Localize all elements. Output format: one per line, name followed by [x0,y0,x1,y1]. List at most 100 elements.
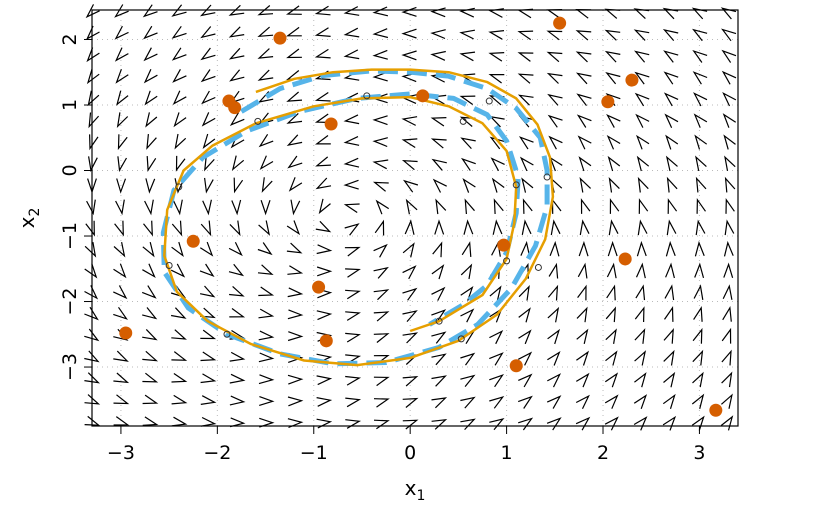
vector-field-arrow [547,328,561,345]
vector-field-arrow [489,374,505,388]
vector-field-arrow [721,70,737,85]
trajectory-marker [363,92,371,100]
vector-field-arrow [314,27,331,37]
vector-field-arrow [286,134,303,147]
vector-field-arrow [228,241,243,257]
vector-field-arrow [343,6,360,16]
observation-point [709,403,723,417]
vector-field-arrow [171,220,183,237]
vector-field-arrow [692,28,708,42]
vector-field-arrow [725,197,735,214]
trajectory-marker [435,317,443,325]
vector-field-arrow [117,156,128,173]
vector-field-arrow [228,263,245,277]
vector-field-arrow [315,156,331,167]
trajectory-marker [223,330,231,338]
vector-field-arrow [372,49,388,60]
vector-field-arrow [257,264,274,275]
vector-field-arrow [344,223,360,236]
vector-field-arrow [721,393,733,409]
vector-field-arrow [637,219,648,236]
vector-field-arrow [695,176,707,193]
vector-field-arrow [171,329,187,340]
vector-field-arrow [488,74,505,84]
vector-field-arrow [577,135,592,150]
observation-point [618,252,632,266]
vector-field-arrow [722,92,737,107]
vector-field-arrow [721,327,732,344]
vector-field-arrow [373,289,390,301]
vector-field-arrow [373,398,390,408]
trajectory-marker [459,117,467,125]
vector-field-arrow [606,262,617,279]
vector-field-arrow [692,49,708,63]
vector-field-arrow [488,8,504,18]
vector-field-arrow [257,69,274,81]
vector-field-arrow [520,240,531,257]
vector-field-arrow [722,305,732,322]
vector-field-arrow [261,177,273,193]
vector-field-arrow [372,28,389,39]
vector-field-arrow [575,8,592,19]
y-tick-label: 2 [59,33,81,45]
vector-field-arrow [635,113,650,128]
vector-field-arrow [84,285,99,300]
vector-field-arrow [694,240,705,257]
vector-field-arrow [142,263,156,279]
vector-field-arrow [634,92,650,107]
vector-field-arrow [402,265,417,280]
vector-field-arrow [172,69,187,83]
vector-field-arrow [113,394,130,405]
vector-field-arrow [288,177,303,192]
vector-field-arrow [664,306,674,322]
vector-field-arrow [229,220,241,237]
vector-field-arrow [576,306,588,323]
vector-field-arrow [693,113,708,128]
vector-field-arrow [636,155,650,172]
vector-field-arrow [605,350,618,366]
vector-field-arrow [229,395,246,406]
vector-field-arrow [431,286,446,301]
vector-field-arrow [85,220,95,237]
vector-field-arrow [373,311,390,322]
vector-field-arrow [174,178,185,194]
observation-points [119,16,723,417]
vector-field-arrow [547,284,559,301]
vector-field-arrow [145,178,156,194]
trajectory-marker [543,173,551,181]
vector-field-arrow [402,310,418,322]
vector-field-arrow [721,49,737,63]
vector-field-arrow [665,262,675,279]
vector-field-arrow [608,219,619,236]
vector-field-arrow [174,133,187,150]
vector-field-arrow [522,198,533,214]
vector-field-arrow [460,374,476,387]
vector-field-arrow [287,155,303,169]
vector-field-arrow [345,397,362,408]
vector-field-arrow [402,242,415,258]
vector-field-arrow [430,138,447,149]
vector-field-arrow [604,372,619,388]
vector-field-arrow [666,219,677,236]
vector-field-arrow [229,69,245,82]
vector-field-arrow [721,371,733,388]
vector-field-arrow [113,241,126,258]
vector-field-arrow [343,114,360,125]
vector-field-arrow [314,5,331,16]
vector-field-arrow [113,306,129,320]
vector-field-arrow [430,117,447,127]
vector-field-arrow [431,375,447,387]
vector-field-arrow [200,351,217,362]
vector-field-arrow [114,25,129,40]
vector-field-arrow [460,352,476,366]
y-tick-label: 0 [59,164,81,176]
vector-field-arrow [200,416,217,427]
observation-point [625,73,639,87]
vector-field-arrow [401,159,418,171]
vector-field-arrow [463,219,474,235]
vector-field-arrow [518,373,533,388]
vector-field-arrow [229,351,246,362]
